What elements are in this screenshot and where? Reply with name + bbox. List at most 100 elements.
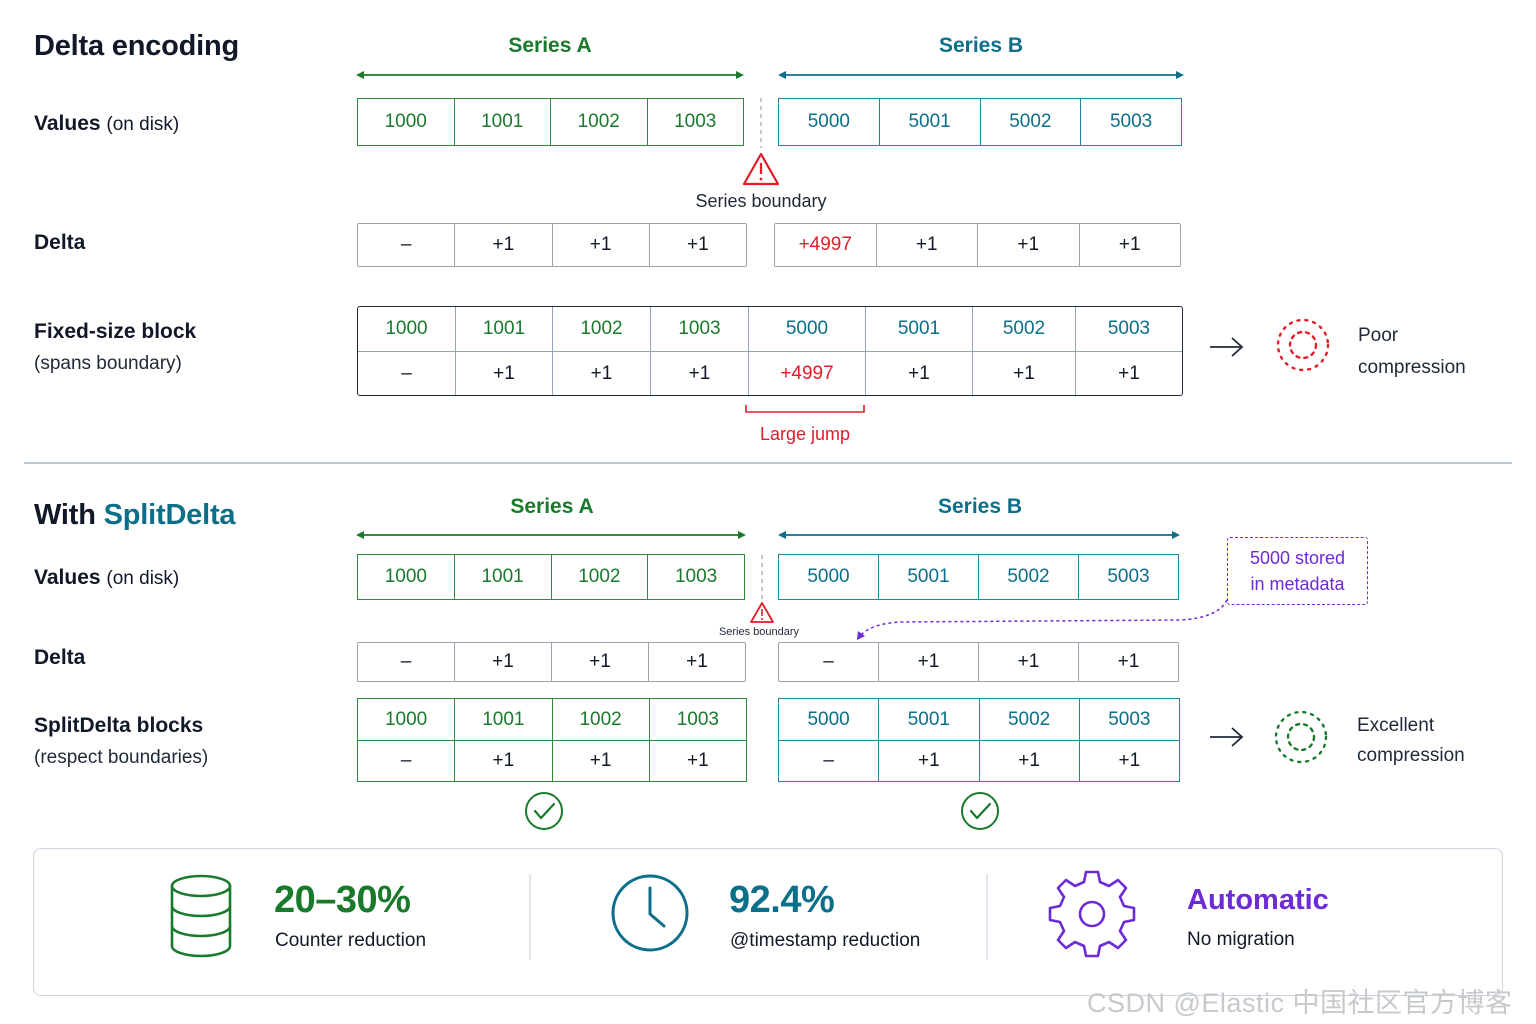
check-circle-icon [525, 792, 563, 830]
block-delta-cell: +1 [866, 352, 973, 395]
block-delta-cell: – [358, 741, 456, 781]
splitdelta-blocks-sub-label: (respect boundaries) [34, 747, 209, 768]
bottom-delta-series-b: – +1 +1 +1 [778, 642, 1179, 682]
value-cell: 1003 [674, 111, 717, 132]
delta-row-label: Delta [34, 646, 86, 669]
block-delta-cell: +1 [1118, 750, 1141, 771]
block-value-cell: 1000 [358, 699, 456, 740]
gear-icon [1048, 870, 1136, 958]
delta-cell-jump: +4997 [775, 224, 877, 266]
block-value-cell: 1001 [455, 699, 553, 740]
values-row-label: Values (on disk) [34, 566, 179, 590]
delta-cell: – [358, 224, 456, 266]
block-values-row: 1000 1001 1002 1003 5000 5001 5002 5003 [358, 307, 1182, 351]
stat-label-timestamp: @timestamp reduction [730, 930, 921, 951]
series-a-range-arrow [356, 531, 746, 539]
warning-icon [742, 152, 780, 186]
excellent-compression-line2: compression [1357, 745, 1465, 766]
series-b-range-arrow [778, 531, 1180, 539]
arrow-right-icon [1210, 727, 1244, 747]
series-a-range-arrow [356, 71, 744, 79]
block-value-cell: 5001 [879, 699, 980, 740]
value-cell: 5001 [880, 99, 981, 145]
value-cell: 1002 [551, 99, 648, 145]
value-cell: 5002 [979, 555, 1079, 599]
delta-row-label: Delta [34, 231, 86, 254]
stat-value-automatic: Automatic [1187, 884, 1329, 916]
metadata-note-box: 5000 stored in metadata [1227, 537, 1368, 605]
value-cell: 5003 [1107, 566, 1150, 587]
value-cell: 5000 [779, 99, 880, 145]
block-deltas-row: – +1 +1 +1 +4997 +1 +1 +1 [358, 351, 1182, 395]
splitdelta-title-prefix: With [34, 499, 96, 531]
delta-cell: +1 [1118, 234, 1141, 255]
block-delta-cell: +1 [1118, 362, 1140, 384]
value-cell: 1003 [674, 566, 718, 587]
block-value-cell: 1001 [456, 307, 553, 351]
value-cell: 5002 [981, 99, 1082, 145]
poor-compression-text: Poor compression [1358, 320, 1466, 384]
database-icon [170, 874, 232, 958]
series-b-label: Series B [937, 495, 1023, 518]
block-delta-cell: +1 [553, 741, 650, 781]
arrow-right-icon [1210, 337, 1244, 357]
delta-cell: +1 [553, 224, 650, 266]
bottom-delta-series-a: – +1 +1 +1 [357, 642, 746, 682]
splitdelta-title-accent: SplitDelta [103, 499, 236, 531]
block-delta-cell: +1 [973, 352, 1076, 395]
excellent-compression-text: Excellent compression [1357, 711, 1465, 771]
splitdelta-blocks-label: SplitDelta blocks [34, 714, 204, 737]
delta-cell: +1 [686, 651, 708, 672]
block-value-cell: 1003 [676, 708, 720, 730]
series-a-label: Series A [510, 495, 594, 518]
block-delta-cell: +1 [456, 352, 553, 395]
values-sub-label: (on disk) [106, 114, 180, 135]
values-row-label: Values (on disk) [34, 112, 179, 136]
delta-cell: +1 [455, 224, 553, 266]
block-delta-cell: +1 [980, 741, 1080, 781]
block-delta-cell-jump: +4997 [749, 352, 866, 395]
block-delta-cell: +1 [651, 352, 749, 395]
stat-label-automatic: No migration [1187, 929, 1295, 950]
delta-cell: +1 [552, 643, 649, 681]
block-value-cell: 5000 [749, 307, 866, 351]
watermark-text: CSDN @Elastic 中国社区官方博客 [1087, 988, 1513, 1018]
fixed-block-sub-label: (spans boundary) [34, 353, 182, 374]
values-label: Values [34, 112, 101, 135]
value-cell: 1001 [455, 99, 551, 145]
series-b-label: Series B [938, 34, 1024, 57]
block-delta-cell: +1 [553, 352, 651, 395]
delta-cell: +1 [1117, 651, 1140, 672]
splitdelta-block-series-b: 5000 5001 5002 5003 – +1 +1 +1 [778, 698, 1180, 782]
block-value-cell: 1003 [651, 307, 749, 351]
value-cell: 1000 [358, 99, 455, 145]
value-cell: 5000 [779, 555, 879, 599]
values-label: Values [34, 566, 101, 589]
warning-icon [750, 602, 774, 623]
bottom-values-series-b: 5000 5001 5002 5003 [778, 554, 1179, 600]
block-deltas-row: – +1 +1 +1 [358, 740, 746, 781]
block-value-cell: 1002 [553, 699, 650, 740]
excellent-compression-icon [1274, 710, 1328, 764]
block-value-cell: 5002 [973, 307, 1076, 351]
stat-label-counter: Counter reduction [275, 930, 427, 951]
delta-encoding-title: Delta encoding [34, 30, 240, 62]
metadata-note-line2: in metadata [1250, 574, 1345, 594]
delta-cell: +1 [687, 234, 709, 255]
block-value-cell: 1000 [358, 307, 456, 351]
check-circle-icon [961, 792, 999, 830]
metadata-note-line1: 5000 stored [1249, 548, 1346, 568]
series-a-label: Series A [508, 34, 592, 57]
poor-compression-line1: Poor [1358, 325, 1399, 346]
excellent-compression-line1: Excellent [1357, 715, 1435, 736]
block-delta-cell: +1 [879, 741, 980, 781]
splitdelta-block-series-a: 1000 1001 1002 1003 – +1 +1 +1 [357, 698, 747, 782]
block-values-row: 1000 1001 1002 1003 [358, 699, 746, 740]
value-cell: 5001 [879, 555, 979, 599]
poor-compression-icon [1276, 318, 1330, 372]
value-cell: 5003 [1109, 111, 1153, 132]
large-jump-bracket [745, 405, 865, 413]
series-boundary-label: Series boundary [695, 191, 827, 211]
